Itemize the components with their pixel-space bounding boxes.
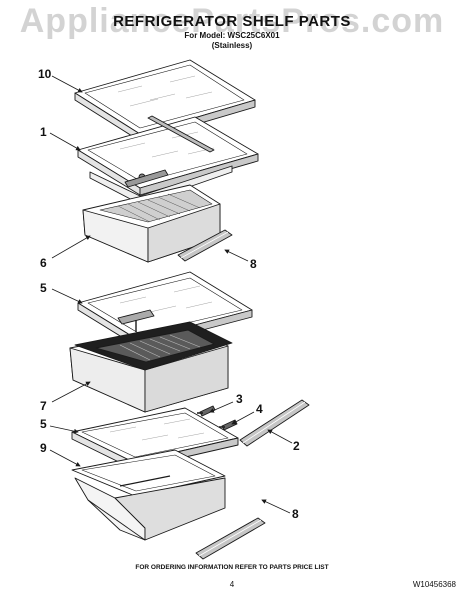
crisper-drawer-upper xyxy=(82,184,221,263)
callout-7: 7 xyxy=(40,399,47,413)
trim-strip-2 xyxy=(239,399,310,447)
callout-9: 9 xyxy=(40,441,47,455)
leader-lines xyxy=(49,75,293,514)
callout-1: 1 xyxy=(40,125,47,139)
ordering-note: FOR ORDERING INFORMATION REFER TO PARTS … xyxy=(135,564,329,571)
glass-shelf-5-lower xyxy=(71,407,239,470)
document-number: W10456368 xyxy=(412,580,456,589)
callout-10: 10 xyxy=(38,67,52,81)
model-variant: (Stainless) xyxy=(211,41,253,50)
shelf-frame-1 xyxy=(89,165,233,205)
callout-8-upper: 8 xyxy=(250,257,257,271)
callout-3: 3 xyxy=(236,392,243,406)
trim-strip-8-lower xyxy=(195,517,266,560)
page-title: REFRIGERATOR SHELF PARTS xyxy=(113,13,351,30)
page-number: 4 xyxy=(229,580,235,589)
callout-2: 2 xyxy=(293,439,300,453)
model-subtitle: For Model: WSC25C6X01 xyxy=(184,31,280,40)
callout-5-lower: 5 xyxy=(40,417,47,431)
crisper-drawer-7 xyxy=(69,321,233,413)
callout-8-lower: 8 xyxy=(292,507,299,521)
callout-4: 4 xyxy=(256,402,263,416)
glass-shelf-1 xyxy=(77,115,259,196)
crisper-drawer-lower xyxy=(74,477,226,541)
callout-5-upper: 5 xyxy=(40,281,47,295)
trim-strip-8-upper xyxy=(177,229,233,262)
callout-6: 6 xyxy=(40,256,47,270)
